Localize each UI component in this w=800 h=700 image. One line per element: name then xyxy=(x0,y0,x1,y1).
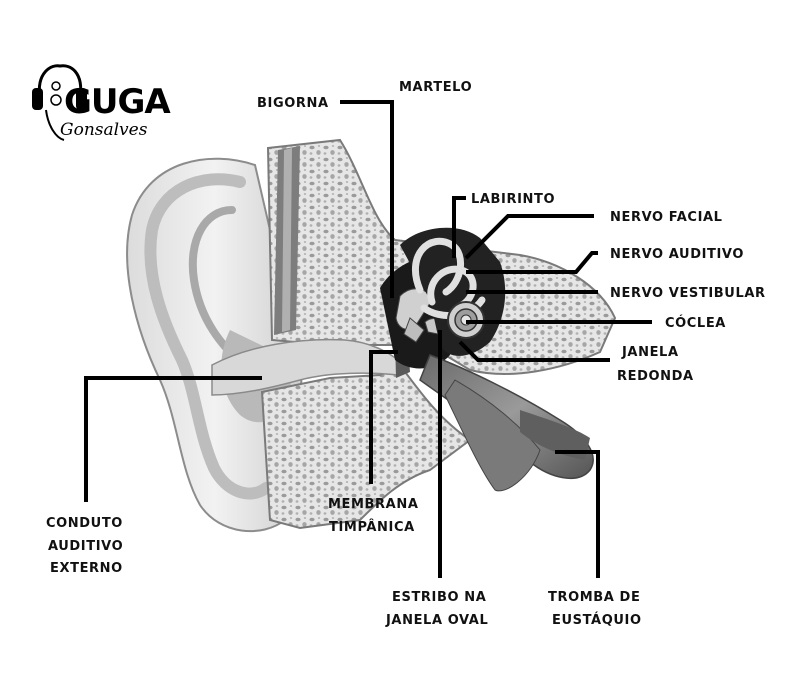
label-conduto-line2: AUDITIVO xyxy=(48,539,123,554)
leader-janela-redonda xyxy=(458,340,610,362)
label-estribo-line1: ESTRIBO NA xyxy=(392,590,486,605)
label-janela-redonda-line1: JANELA xyxy=(621,345,679,360)
leader-tromba xyxy=(555,450,600,578)
logo-subname: Gonsalves xyxy=(60,120,148,140)
label-tromba-line2: EUSTÁQUIO xyxy=(552,612,642,628)
pinna xyxy=(126,157,304,533)
leader-lines xyxy=(84,100,652,578)
label-nervo-vestibular: NERVO VESTIBULAR xyxy=(610,286,766,301)
label-membrana-line2: TIMPÂNICA xyxy=(329,519,415,535)
label-membrana-line1: MEMBRANA xyxy=(328,497,418,512)
label-conduto-line3: EXTERNO xyxy=(50,561,123,576)
leader-conduto xyxy=(84,376,262,502)
label-labirinto: LABIRINTO xyxy=(471,192,555,207)
label-martelo: MARTELO xyxy=(399,80,472,95)
leader-labirinto xyxy=(452,196,466,258)
label-nervo-auditivo: NERVO AUDITIVO xyxy=(610,247,744,262)
label-conduto-line1: CONDUTO xyxy=(46,516,123,531)
label-nervo-facial: NERVO FACIAL xyxy=(610,210,723,225)
label-janela-redonda-line2: REDONDA xyxy=(617,369,694,384)
headphones-icon xyxy=(32,64,87,141)
leader-nervo-auditivo xyxy=(466,251,598,274)
logo: GUGA Gonsalves xyxy=(32,64,172,141)
labels: MARTELO BIGORNA LABIRINTO NERVO FACIAL N… xyxy=(46,80,766,628)
leader-bigorna xyxy=(340,100,394,298)
label-bigorna: BIGORNA xyxy=(257,96,329,111)
leader-membrana xyxy=(369,350,398,484)
label-tromba-line1: TROMBA DE xyxy=(548,590,640,605)
label-estribo-line2: JANELA OVAL xyxy=(385,613,488,628)
logo-name: GUGA xyxy=(64,82,171,122)
leader-nervo-facial xyxy=(464,214,594,260)
label-coclea: CÓCLEA xyxy=(665,315,726,331)
